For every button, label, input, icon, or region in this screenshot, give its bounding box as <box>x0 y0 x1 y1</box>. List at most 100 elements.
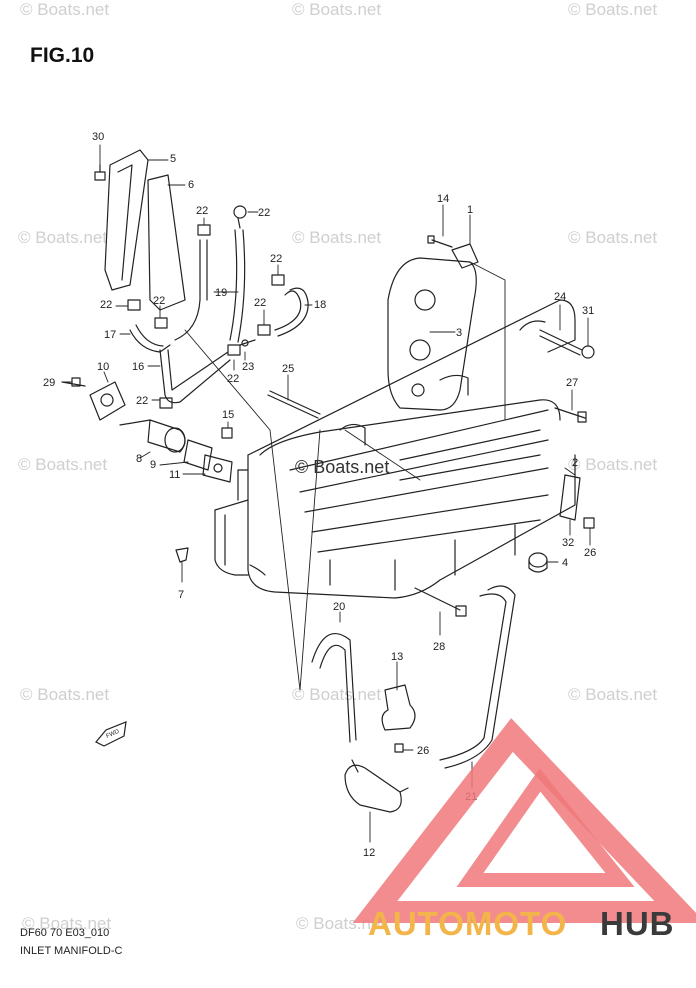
watermark: © Boats.net <box>22 914 112 933</box>
figure-title: FIG.10 <box>30 44 95 67</box>
watermark: © Boats.net <box>568 0 658 19</box>
fwd-label: FWD <box>105 729 121 740</box>
part-label: 30 <box>92 131 104 143</box>
bracket-13 <box>381 684 416 731</box>
part-label: 22 <box>196 205 208 217</box>
part-label: 17 <box>104 329 116 341</box>
watermark: © Boats.net <box>18 228 108 247</box>
part-label: 29 <box>43 377 55 389</box>
part-labels: 30 5 6 22 22 14 1 22 19 18 22 22 22 17 3… <box>43 131 596 859</box>
part-label: 7 <box>178 589 184 601</box>
part-label: 22 <box>153 295 165 307</box>
bolt-30 <box>94 164 106 181</box>
part-label: 22 <box>254 297 266 309</box>
fwd-arrow-icon: FWD <box>95 721 127 747</box>
watermark: © Boats.net <box>568 228 658 247</box>
plate-11 <box>202 454 233 483</box>
gasket-9 <box>183 439 213 471</box>
manifold-body <box>214 299 576 599</box>
plug-7 <box>175 547 189 563</box>
bolt-26b <box>394 743 404 753</box>
part-label: 14 <box>437 193 449 205</box>
clamp-22 <box>227 344 241 356</box>
bolt-28 <box>414 587 467 617</box>
clamp-22 <box>233 205 247 229</box>
part-label: 11 <box>169 469 180 481</box>
automotohub-logo: AUTOMOTO HUB <box>352 718 696 942</box>
clamp-22 <box>127 299 141 311</box>
watermark: © Boats.net <box>18 455 108 474</box>
cover-5 <box>104 149 149 291</box>
stud-25 <box>267 390 321 419</box>
watermark: © Boats.net <box>292 0 382 19</box>
cap-4 <box>528 552 548 573</box>
part-label: 25 <box>282 363 294 375</box>
nut-31 <box>581 345 595 359</box>
part-label: 12 <box>363 847 375 859</box>
valve-8 <box>119 419 186 453</box>
gasket-3 <box>387 257 477 411</box>
bracket-2 <box>559 474 581 521</box>
watermark: © Boats.net <box>568 685 658 704</box>
logo-text-part2: HUB <box>600 905 675 942</box>
hose-21 <box>439 585 516 769</box>
part-label: 24 <box>554 291 566 303</box>
bracket-1 <box>451 243 479 269</box>
gasket-6 <box>147 174 186 311</box>
part-label: 26 <box>584 547 596 559</box>
part-label: 13 <box>391 651 403 663</box>
figure-name: INLET MANIFOLD-C <box>20 945 123 957</box>
figure-code: DF60 70 E03_010 <box>20 927 110 939</box>
watermark: © Boats.net <box>292 228 382 247</box>
part-label: 26 <box>417 745 429 757</box>
part-label: 18 <box>314 299 326 311</box>
watermark: © Boats.net <box>568 455 658 474</box>
bolt-24 <box>539 329 583 356</box>
clamp-22 <box>257 324 271 336</box>
part-label: 22 <box>136 395 148 407</box>
part-label: 19 <box>215 287 227 299</box>
logo-text-part1: AUTOMOTO <box>368 905 567 942</box>
watermark: © Boats.net <box>292 685 382 704</box>
watermark: © Boats.net <box>20 685 110 704</box>
part-label: 3 <box>456 327 462 339</box>
part-label: 8 <box>136 453 142 465</box>
bolt-26 <box>583 517 595 529</box>
clamp-22 <box>159 397 173 409</box>
part-label: 9 <box>150 459 156 471</box>
part-label: 4 <box>562 557 568 569</box>
part-label: 6 <box>188 179 194 191</box>
part-label: 2 <box>572 457 578 469</box>
watermark: © Boats.net <box>20 0 110 19</box>
clamp-22 <box>197 224 211 236</box>
part-label: 22 <box>258 207 270 219</box>
part-label: 32 <box>562 537 574 549</box>
center-watermark: © Boats.net <box>295 457 390 477</box>
housing-10 <box>89 381 126 421</box>
hose-16 <box>159 239 231 404</box>
part-label: 27 <box>566 377 578 389</box>
part-label: 10 <box>97 361 109 373</box>
part-label: 22 <box>270 253 282 265</box>
bolt-27 <box>554 407 587 423</box>
part-label: 16 <box>132 361 144 373</box>
part-label: 5 <box>170 153 176 165</box>
part-label: 15 <box>222 409 234 421</box>
part-label: 20 <box>333 601 345 613</box>
hose-20 <box>311 632 357 743</box>
part-label: 1 <box>467 204 473 216</box>
part-label: 22 <box>100 299 112 311</box>
part-label: 23 <box>242 361 254 373</box>
clamp-22 <box>154 317 168 329</box>
clamp-22 <box>271 274 285 286</box>
hose-17 <box>129 324 171 353</box>
hose-18 <box>274 287 309 337</box>
leader-lines <box>61 144 591 843</box>
part-label: 28 <box>433 641 445 653</box>
fitting-23 <box>239 339 256 347</box>
filter-12 <box>344 759 409 813</box>
pin-15 <box>221 427 233 439</box>
part-label: 31 <box>582 305 594 317</box>
